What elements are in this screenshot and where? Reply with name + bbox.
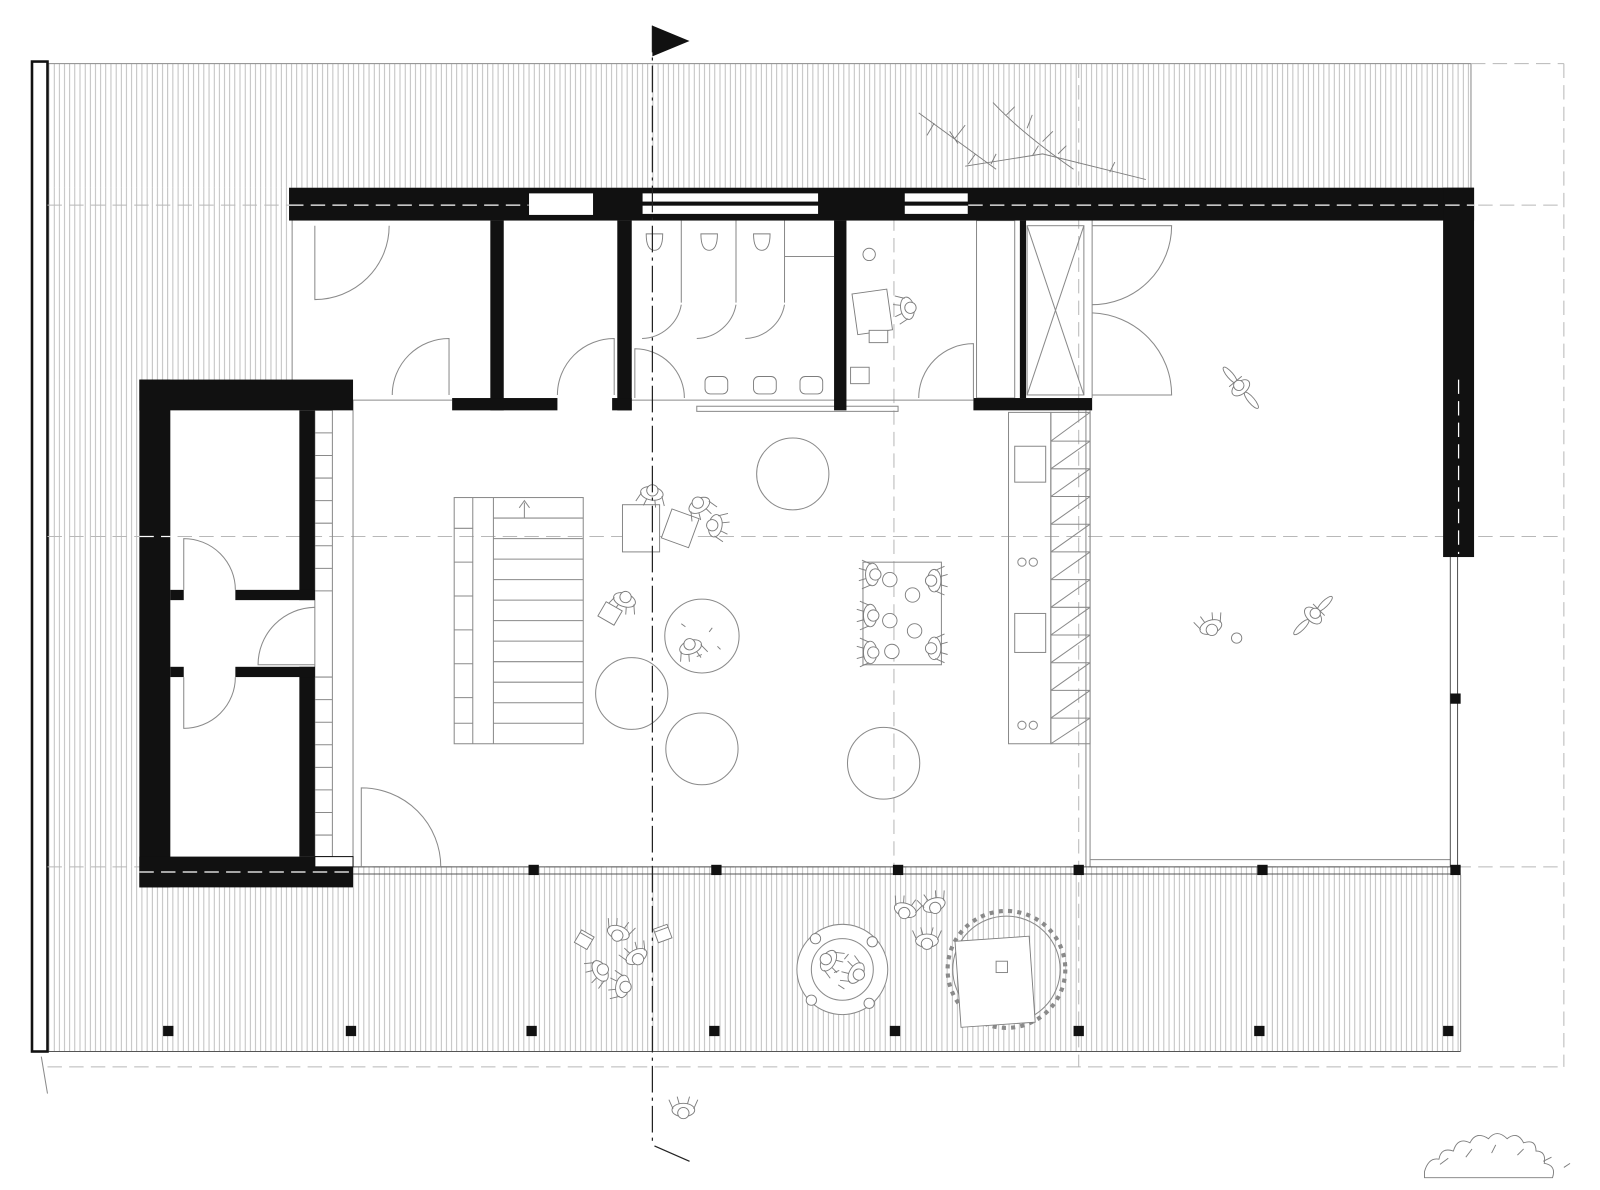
person-icon: [924, 633, 949, 664]
windows: [314, 192, 969, 868]
person-icon: [668, 1096, 699, 1120]
deck-round-table: [796, 923, 889, 1016]
grid-over-walls: [139, 204, 1475, 873]
stepped-storage: [1050, 411, 1091, 745]
person-icon: [1192, 609, 1228, 641]
person-icon: [858, 559, 882, 590]
person-icon: [673, 633, 710, 666]
doors: [183, 220, 1173, 867]
round-tables: [595, 437, 921, 800]
office-desk: [850, 247, 920, 385]
bicycle-icon: [1286, 588, 1340, 643]
activity-table: [597, 481, 732, 666]
branch-icon: [918, 102, 1146, 180]
dining-table: [856, 559, 949, 668]
kitchen-counter: [1008, 411, 1052, 745]
shaft: [1026, 225, 1085, 396]
bench-strip: [314, 432, 333, 836]
toilet-stalls: [642, 220, 824, 395]
person-icon: [703, 509, 732, 543]
person-icon: [891, 292, 920, 326]
boundary-curve: [40, 1056, 48, 1094]
sandbox: [945, 908, 1068, 1030]
walls: [139, 187, 1475, 888]
bicycle-icon: [1215, 360, 1267, 416]
person-icon: [924, 565, 949, 596]
bush-icon: [1424, 1133, 1571, 1179]
person-icon: [856, 600, 880, 631]
section-axis: [651, 25, 690, 1162]
person-icon: [856, 637, 880, 668]
play-room-figures: [1192, 360, 1340, 644]
deck-hatching: [47, 63, 1472, 1053]
columns: [163, 693, 1461, 1037]
stair: [453, 497, 584, 745]
section-marker-icon: [652, 25, 690, 57]
boundary-bar: [30, 60, 49, 1053]
